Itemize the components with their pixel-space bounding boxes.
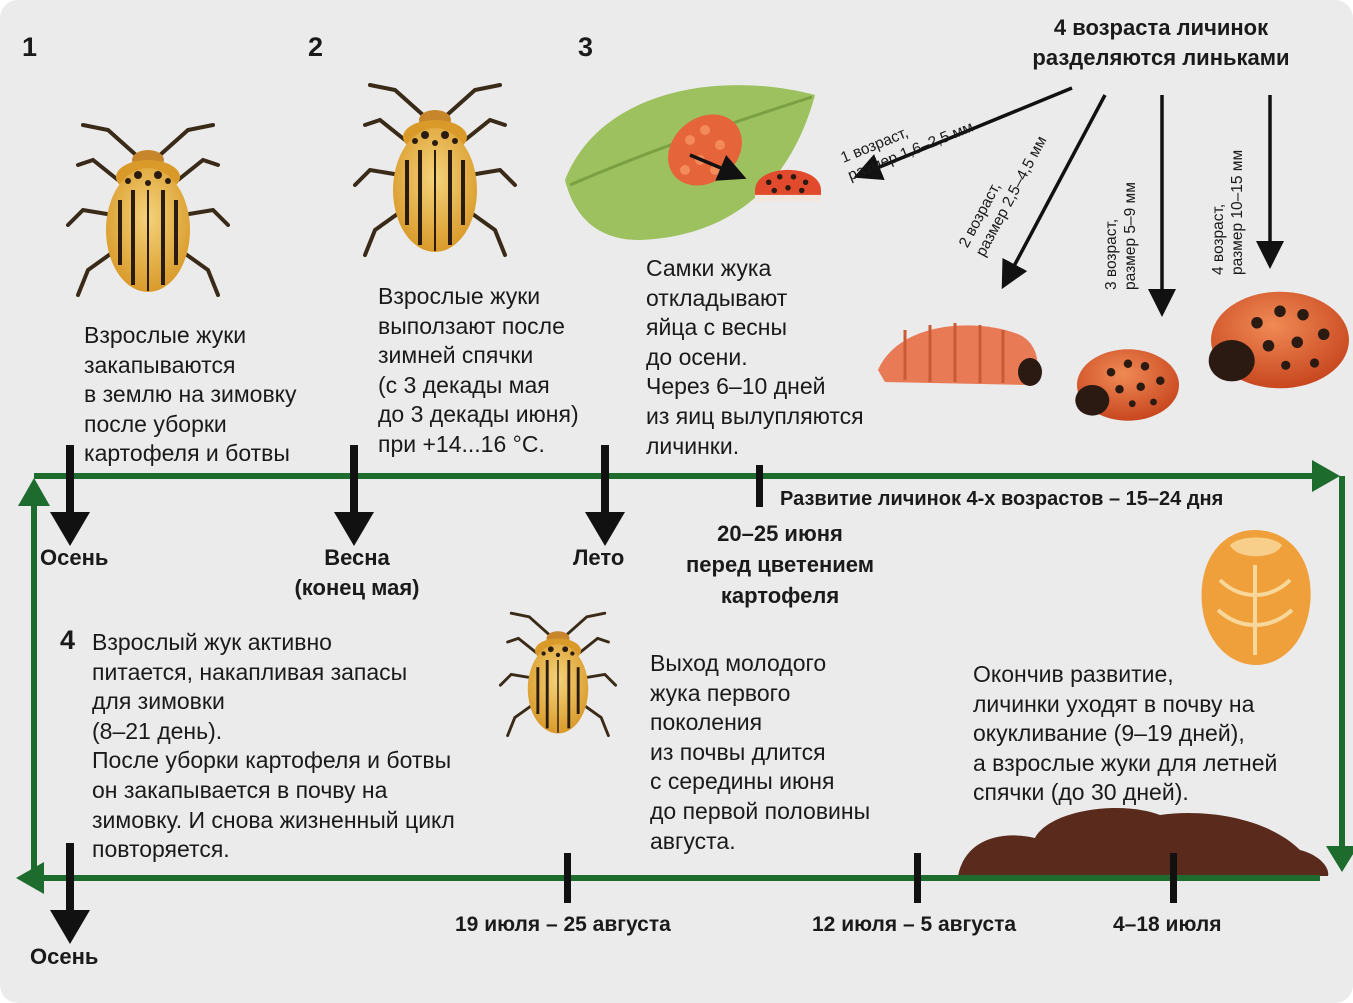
beetle-autumn-illustration bbox=[68, 125, 228, 295]
stage-4-description: Взрослый жук активно питается, накаплива… bbox=[92, 628, 455, 865]
young-beetle-description: Выход молодого жука первого поколения из… bbox=[650, 649, 870, 856]
larvae-heading: 4 возраста личинок разделяются линьками bbox=[996, 13, 1326, 73]
larva-instar-4-illustration bbox=[1209, 292, 1349, 389]
stage-number-3: 3 bbox=[578, 32, 593, 63]
instar-3-label: 3 возраст, размер 5–9 мм bbox=[1102, 182, 1140, 290]
stage-number-1: 1 bbox=[22, 32, 37, 63]
pupation-description: Окончив развитие, личинки уходят в почву… bbox=[973, 660, 1277, 808]
season-autumn-repeat-label: Осень bbox=[30, 942, 98, 972]
bloom-date-note: 20–25 июня перед цветением картофеля bbox=[660, 518, 900, 611]
season-spring-label: Весна (конец мая) bbox=[272, 543, 442, 603]
date-range-3: 4–18 июля bbox=[1113, 913, 1221, 937]
larva-instar-2-illustration bbox=[878, 323, 1042, 386]
stage-number-2: 2 bbox=[308, 32, 323, 63]
pupa-illustration bbox=[1202, 530, 1311, 665]
stage-1-description: Взрослые жуки закапываются в землю на зи… bbox=[84, 321, 296, 469]
season-summer-label: Лето bbox=[573, 543, 624, 573]
instar-4-label: 4 возраст, размер 10–15 мм bbox=[1209, 150, 1247, 275]
larva-instar-3-illustration bbox=[1075, 349, 1179, 420]
date-range-2: 12 июля – 5 августа bbox=[812, 913, 1016, 937]
leaf-with-eggs-illustration bbox=[565, 85, 815, 240]
date-range-1: 19 июля – 25 августа bbox=[455, 913, 671, 937]
beetle-spring-illustration bbox=[355, 85, 515, 255]
season-autumn-label: Осень bbox=[40, 543, 108, 573]
stage-2-description: Взрослые жуки выползают после зимней спя… bbox=[378, 282, 579, 460]
stage-number-4: 4 bbox=[60, 625, 75, 656]
soil-mound bbox=[958, 808, 1328, 876]
stage-3-description: Самки жука откладывают яйца с весны до о… bbox=[646, 254, 864, 461]
young-beetle-illustration bbox=[500, 613, 615, 735]
larvae-development-duration: Развитие личинок 4-х возрастов – 15–24 д… bbox=[780, 488, 1223, 511]
